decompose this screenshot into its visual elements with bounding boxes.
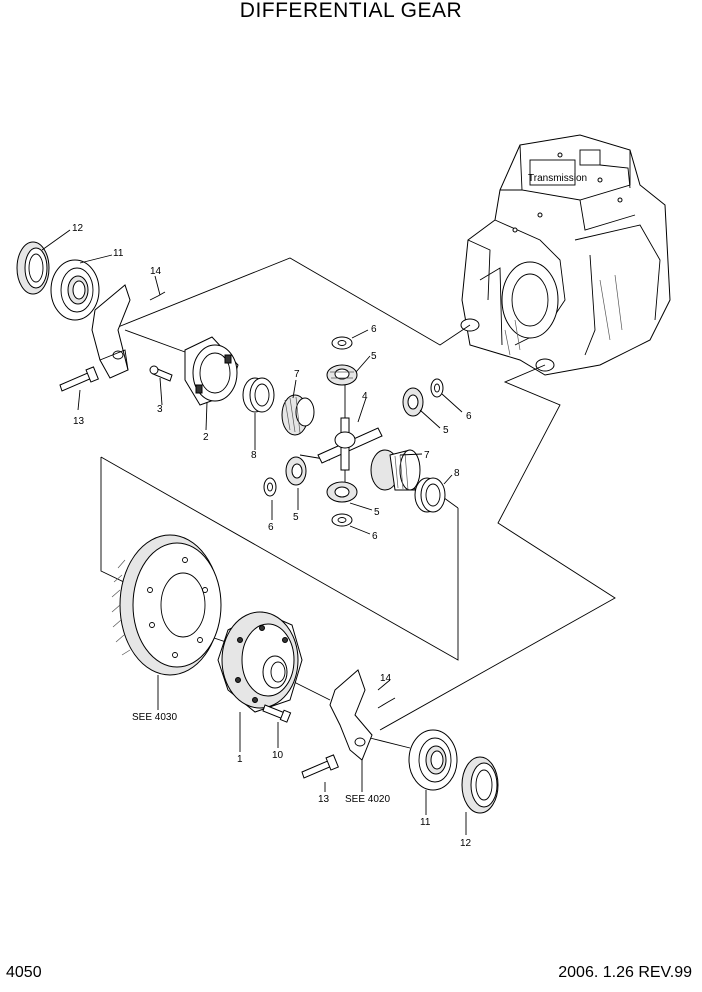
thrust-washer-6-right <box>430 378 444 398</box>
thrust-washer-6-top <box>331 336 353 350</box>
differential-case-1 <box>217 611 303 713</box>
pinion-gear-5-top <box>326 364 358 386</box>
callout-6-top: 6 <box>371 324 377 335</box>
bearing-cap-top <box>91 284 131 379</box>
screw-3 <box>149 365 173 382</box>
thrust-washer-6-bottom <box>331 513 353 527</box>
callout-1: 1 <box>237 754 243 765</box>
callout-5-top: 5 <box>371 351 377 362</box>
bolt-10 <box>262 704 292 723</box>
bolt-13-top <box>59 366 99 392</box>
bearing-race-8-left <box>242 377 275 413</box>
side-gear-7-left <box>281 394 315 436</box>
spider-cross-4 <box>317 417 383 471</box>
pinion-gear-5-right <box>402 387 424 417</box>
callout-11-bottom: 11 <box>420 817 431 828</box>
bearing-cap-bottom <box>329 669 373 761</box>
thrust-washer-6-left <box>263 477 277 497</box>
transmission-housing <box>460 134 671 376</box>
callout-6-right: 6 <box>466 411 472 422</box>
page-title: DIFFERENTIAL GEAR <box>239 0 463 22</box>
bolt-13-bottom <box>301 754 339 779</box>
callout-4: 4 <box>362 391 368 402</box>
see-4030-label: SEE 4030 <box>132 712 177 723</box>
callout-7-top: 7 <box>294 369 300 380</box>
pinion-gear-5-left <box>285 456 307 486</box>
callout-5-right: 5 <box>443 425 449 436</box>
ring-gear <box>111 534 222 676</box>
bearing-11-top <box>50 259 100 321</box>
callout-13-top: 13 <box>73 416 85 427</box>
callout-13-bottom: 13 <box>318 794 330 805</box>
revision-date: 2006. 1.26 REV.99 <box>558 964 692 981</box>
callout-8-right: 8 <box>454 468 460 479</box>
callout-5-left: 5 <box>293 512 299 523</box>
callout-7-right: 7 <box>424 450 430 461</box>
oil-seal-12-top <box>16 241 50 295</box>
callout-6-bottom: 6 <box>372 531 378 542</box>
transmission-label: Transmission <box>528 173 587 184</box>
lock-pin-14-bottom <box>377 697 396 709</box>
side-gear-7-right <box>370 449 421 491</box>
callout-3: 3 <box>157 404 163 415</box>
callout-5-bottom: 5 <box>374 507 380 518</box>
callout-11-top: 11 <box>113 248 124 259</box>
page-number: 4050 <box>6 964 42 981</box>
oil-seal-12-bottom <box>461 756 499 814</box>
callout-14-bottom: 14 <box>380 673 392 684</box>
bearing-race-8-right <box>414 477 446 513</box>
callout-8-left: 8 <box>251 450 257 461</box>
callout-6-left: 6 <box>268 522 274 533</box>
pinion-gear-5-bottom <box>326 481 358 503</box>
bearing-11-bottom <box>408 729 458 791</box>
callout-12-top: 12 <box>72 223 84 234</box>
callout-2: 2 <box>203 432 209 443</box>
callout-10: 10 <box>272 750 284 761</box>
callout-leaders <box>41 229 467 835</box>
lock-pin-14-top <box>149 291 166 301</box>
callout-14-top: 14 <box>150 266 162 277</box>
housing-cover-2 <box>184 336 239 406</box>
callout-12-bottom: 12 <box>460 838 472 849</box>
see-4020-label: SEE 4020 <box>345 794 390 805</box>
